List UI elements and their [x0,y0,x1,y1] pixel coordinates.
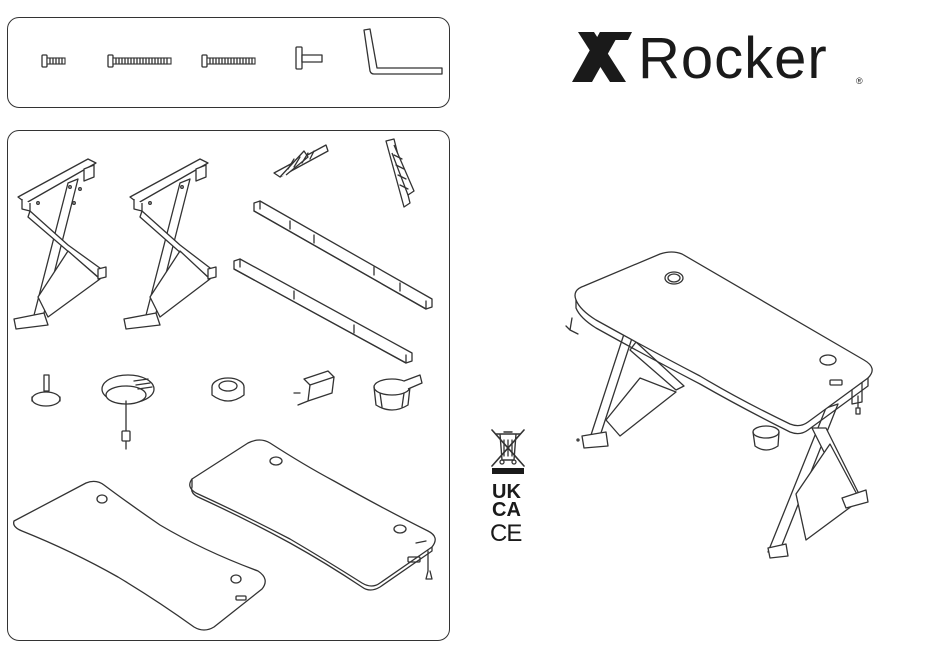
short-bolt [42,55,65,67]
parts-panel [7,130,450,641]
registered-mark: ® [856,76,863,86]
headphone-hook [294,371,334,405]
weee-bar [492,468,524,474]
cable-grommet [212,378,244,401]
allen-key [364,29,442,74]
hardware-illustration [8,18,451,109]
cup-holder [374,375,422,410]
brace-bracket-left [274,145,328,177]
assembled-desktop [566,252,872,434]
assembled-cup-holder [753,426,779,450]
parts-illustration [8,131,451,642]
assembled-leg-front [768,380,868,558]
brand-name: Rocker [638,30,828,88]
x-logo-mark-icon [570,28,640,88]
certification-marks: UK CA CE [488,428,528,558]
ce-mark-icon: CE [490,522,521,546]
long-bolt [108,55,171,67]
z-leg-right [124,159,216,329]
brand-logo: Rocker ® [570,28,880,98]
weee-crossed-bin-icon [488,428,528,468]
hardware-panel [7,17,450,108]
brace-bracket-right [386,139,414,207]
t-bolt [296,47,322,69]
medium-bolt [202,55,255,67]
cable-grommet-with-cord [102,375,154,449]
ukca-line2: CA [492,500,521,520]
assembled-leg-back [582,332,684,448]
leveling-foot [32,375,60,406]
z-leg-left [14,159,106,329]
